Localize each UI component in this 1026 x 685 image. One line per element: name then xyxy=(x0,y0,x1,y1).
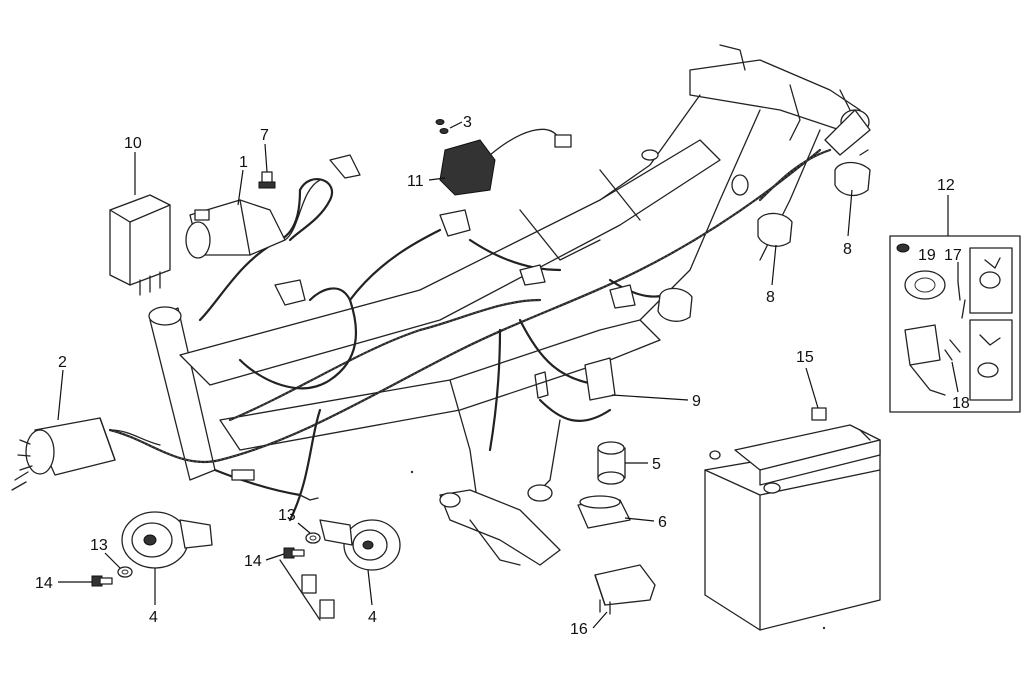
part-12-ignition-switch-inset xyxy=(889,235,1021,413)
callout-13-right: 13 xyxy=(278,507,296,524)
part-8-clamp-right xyxy=(834,149,871,197)
callout-13-left: 13 xyxy=(90,537,108,554)
part-4-horn-right xyxy=(319,519,401,571)
callout-11: 11 xyxy=(407,173,424,190)
harness-clips xyxy=(274,154,636,309)
callout-3: 3 xyxy=(463,114,472,131)
part-16-flasher-relay xyxy=(594,564,656,615)
callout-7: 7 xyxy=(260,127,269,144)
callout-17: 17 xyxy=(944,247,962,264)
callout-1: 1 xyxy=(239,154,248,171)
part-1-ignition-coil xyxy=(185,179,321,259)
part-14-bolt-left xyxy=(91,575,113,587)
part-5-fuse-cap xyxy=(597,441,626,485)
wiring-harness xyxy=(108,148,832,522)
part-8-clamp-left xyxy=(657,287,693,322)
part-13-washer-left xyxy=(117,566,133,578)
part-15-battery xyxy=(704,407,881,631)
part-7-bolt xyxy=(258,171,276,189)
callout-18: 18 xyxy=(952,395,970,412)
callout-16: 16 xyxy=(570,621,588,638)
callout-12: 12 xyxy=(937,177,955,194)
callout-labels: 10 1 7 3 11 2 4 4 13 14 13 14 5 6 9 8 8 … xyxy=(35,114,970,638)
part-4-horn-left xyxy=(121,511,213,569)
part-2-starter-relay xyxy=(11,417,161,491)
callout-5: 5 xyxy=(652,456,661,473)
stray-marks xyxy=(410,470,826,630)
callout-19: 19 xyxy=(918,247,936,264)
callout-9: 9 xyxy=(692,393,701,410)
part-11-regulator xyxy=(435,119,572,196)
connectors-center xyxy=(231,469,335,621)
part-6-relay-block xyxy=(577,495,631,529)
callout-10: 10 xyxy=(124,135,142,152)
part-13-washer-right xyxy=(305,532,321,544)
callout-14-right: 14 xyxy=(244,553,262,570)
callout-6: 6 xyxy=(658,514,667,531)
leader-lines xyxy=(57,121,959,629)
callout-8-middle: 8 xyxy=(766,289,775,306)
callout-2: 2 xyxy=(58,354,67,371)
part-8-clamp-middle xyxy=(757,212,793,247)
callout-15: 15 xyxy=(796,349,814,366)
callout-8-right: 8 xyxy=(843,241,852,258)
callout-4-left: 4 xyxy=(149,609,158,626)
callout-14-left: 14 xyxy=(35,575,53,592)
part-10-cdi-box xyxy=(109,194,171,296)
part-14-bolt-right xyxy=(283,547,305,559)
callout-4-right: 4 xyxy=(368,609,377,626)
